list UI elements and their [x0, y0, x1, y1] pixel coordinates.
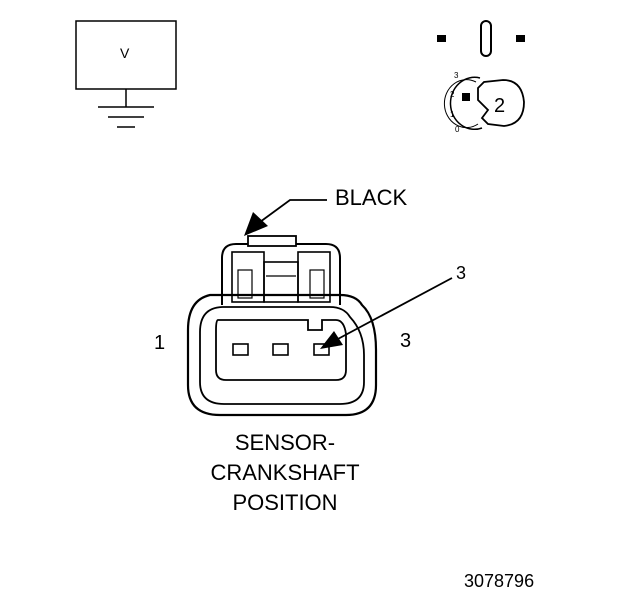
color-label-leader [244, 199, 327, 236]
key-right-dot [516, 35, 525, 42]
connector-caption-line: POSITION [232, 490, 338, 515]
terminal-2 [272, 343, 289, 356]
terminal-3 [313, 343, 330, 356]
color-leader-arrowhead [244, 212, 268, 236]
connector-terminal-cavity [215, 319, 347, 381]
connector-caption-line: SENSOR- [234, 430, 336, 455]
key-switch-arc-inner [443, 79, 479, 129]
pin-leader-arrowhead [320, 331, 343, 349]
key-selected-position: 2 [494, 95, 506, 117]
key-position-label: 2 [450, 90, 455, 99]
pin-callout-leader [320, 277, 453, 349]
connector-caption-line: CRANKSHAFT [210, 460, 360, 485]
pin-leader-line [335, 277, 453, 341]
key-position-label: 0 [455, 125, 460, 134]
key-position-label: 1 [450, 110, 455, 119]
ignition-key-symbol [437, 20, 525, 131]
connector-outer-shell [186, 293, 378, 417]
key-position-marker [462, 93, 470, 101]
connector-color-label: BLACK [335, 185, 408, 210]
right-pin-number: 3 [400, 330, 412, 352]
key-head-icon [477, 79, 525, 127]
latch-center-tab [263, 261, 299, 303]
connector-drawing [186, 235, 378, 417]
latch-left-clip [237, 269, 253, 299]
connector-inner-shell [199, 306, 365, 405]
pin-callout-number: 3 [456, 263, 467, 283]
left-pin-number: 1 [154, 332, 166, 354]
figure-id: 3078796 [464, 571, 535, 591]
terminal-1 [232, 343, 249, 356]
key-left-dot [437, 35, 446, 42]
color-leader-line [259, 199, 327, 223]
key-blade-icon [480, 20, 492, 57]
voltmeter-symbol [75, 20, 177, 128]
key-switch-arc [449, 76, 483, 131]
connector-latch-top [247, 235, 297, 247]
latch-right-clip [309, 269, 325, 299]
voltmeter-label: V [120, 45, 130, 61]
key-position-label: 3 [454, 71, 459, 80]
